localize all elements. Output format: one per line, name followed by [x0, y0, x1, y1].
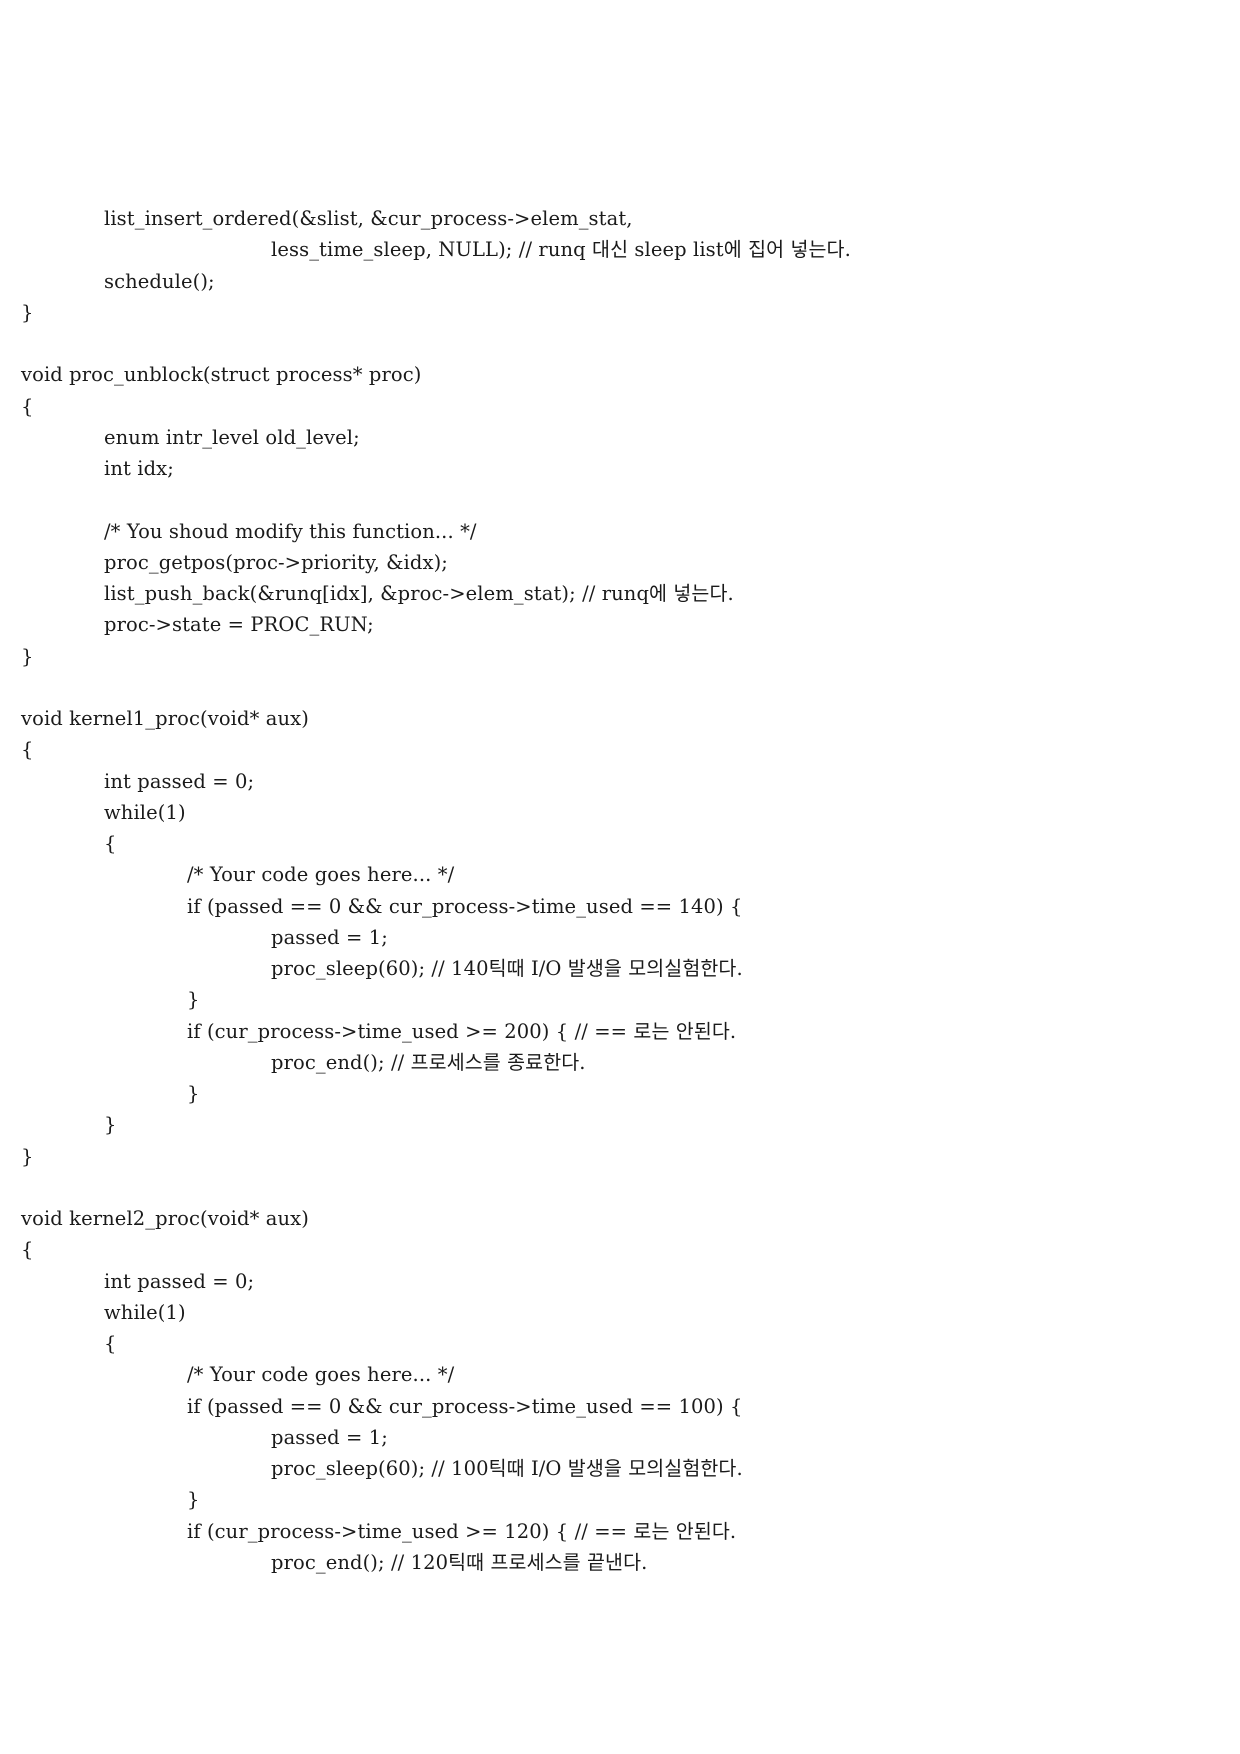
- code-line: passed = 1;: [271, 925, 388, 949]
- code-line: int passed = 0;: [104, 1269, 255, 1293]
- code-listing: list_insert_ordered(&slist, &cur_process…: [21, 203, 1201, 1578]
- code-line: if (cur_process->time_used >= 120) { // …: [187, 1519, 737, 1543]
- code-line: }: [104, 1113, 117, 1137]
- code-line: if (cur_process->time_used >= 200) { // …: [187, 1019, 737, 1043]
- code-line: less_time_sleep, NULL); // runq 대신 sleep…: [271, 238, 851, 262]
- code-line: {: [21, 394, 34, 418]
- code-line: if (passed == 0 && cur_process->time_use…: [187, 894, 743, 918]
- code-line: void proc_unblock(struct process* proc): [21, 363, 422, 387]
- code-line: {: [104, 832, 117, 855]
- code-line: }: [21, 644, 34, 668]
- code-line: proc_sleep(60); // 100틱때 I/O 발생을 모의실험한다.: [271, 1457, 743, 1480]
- code-line: proc_getpos(proc->priority, &idx);: [104, 550, 448, 574]
- code-line: list_push_back(&runq[idx], &proc->elem_s…: [104, 582, 734, 605]
- code-line: [21, 672, 1201, 703]
- code-line: /* Your code goes here... */: [187, 1363, 455, 1387]
- code-line: void kernel2_proc(void* aux): [21, 1207, 309, 1230]
- code-line: while(1): [104, 800, 186, 824]
- code-line: schedule();: [104, 269, 215, 293]
- code-line: enum intr_level old_level;: [104, 425, 360, 449]
- code-line: list_insert_ordered(&slist, &cur_process…: [104, 207, 633, 230]
- code-line: void kernel1_proc(void* aux): [21, 707, 309, 730]
- code-line: proc_end(); // 120틱때 프로세스를 끝낸다.: [271, 1550, 648, 1574]
- code-line: int passed = 0;: [104, 769, 255, 793]
- code-line: proc_end(); // 프로세스를 종료한다.: [271, 1050, 586, 1074]
- code-line: passed = 1;: [271, 1425, 388, 1449]
- code-line: [21, 1172, 1201, 1203]
- code-line: }: [187, 988, 200, 1012]
- code-line: }: [187, 1488, 200, 1512]
- code-line: }: [21, 1144, 34, 1168]
- code-line: {: [21, 1238, 34, 1262]
- code-line: proc->state = PROC_RUN;: [104, 613, 374, 637]
- code-line: {: [104, 1332, 117, 1355]
- code-line: if (passed == 0 && cur_process->time_use…: [187, 1394, 743, 1418]
- code-line: /* Your code goes here... */: [187, 863, 455, 887]
- code-line: {: [21, 738, 34, 762]
- code-line: while(1): [104, 1300, 186, 1324]
- code-line: /* You shoud modify this function... */: [104, 519, 477, 543]
- code-line: [21, 328, 1201, 359]
- code-line: [21, 484, 1201, 515]
- code-line: int idx;: [104, 457, 174, 480]
- code-line: }: [187, 1082, 200, 1105]
- code-line: }: [21, 300, 34, 324]
- code-line: proc_sleep(60); // 140틱때 I/O 발생을 모의실험한다.: [271, 957, 743, 980]
